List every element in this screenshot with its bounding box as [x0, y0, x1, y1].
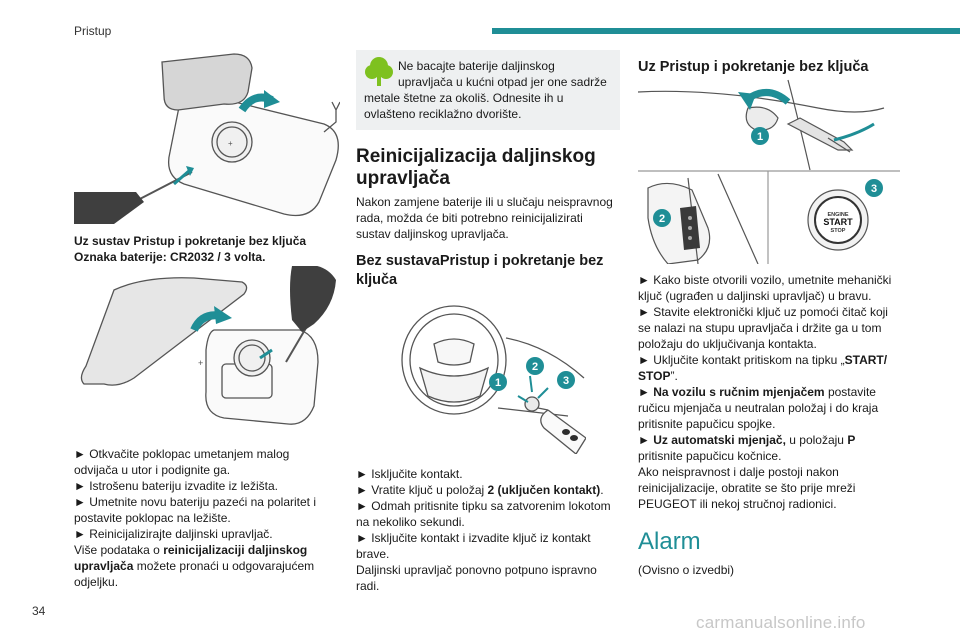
more-info-line: odjeljku. — [74, 575, 119, 589]
step-line: ► Kako biste otvorili vozilo, umetnite m… — [638, 273, 892, 287]
alarm-note: (Ovisno o izvedbi) — [638, 563, 735, 577]
step-line: ► Odmah pritisnite tipku sa zatvorenim l… — [356, 499, 611, 513]
step-line: ► Vratite ključ u položaj 2 (uključen ko… — [356, 483, 604, 497]
subheading: ključa — [356, 272, 398, 288]
step-line: ručicu mjenjača u neutralan položaj i do… — [638, 401, 879, 415]
ignition-key-figure: 1 2 3 — [401, 305, 586, 454]
svg-text:2: 2 — [659, 213, 665, 225]
svg-text:1: 1 — [495, 377, 501, 389]
step-line: STOP”. — [638, 369, 678, 383]
step-line: položaju do uključivanja kontakta. — [638, 337, 817, 351]
header-accent-bar — [492, 28, 960, 34]
stop-label: STOP — [831, 228, 846, 234]
step-line: na nekoliko sekundi. — [356, 515, 465, 529]
screwdriver-handle-icon — [290, 266, 336, 332]
outro-line: radi. — [356, 579, 380, 593]
step-line: se nalazi na stupu upravljača i držite g… — [638, 321, 882, 335]
step-line: ► Uz automatski mjenjač, u položaju P — [638, 433, 856, 447]
info-line: reinicijalizacije, obratite se što prije… — [638, 481, 856, 495]
intro-line: rada, možda će biti potrebno reinicijali… — [356, 211, 583, 225]
callout-3 — [557, 371, 575, 389]
callout-2 — [526, 357, 544, 375]
step-line: ► Stavite elektronički ključ uz pomoći č… — [638, 305, 888, 319]
step-line: ► Uključite kontakt pritiskom na tipku „… — [638, 353, 888, 367]
more-info-line: Više podataka o reinicijalizaciji daljin… — [74, 543, 308, 557]
step-line: ► Umetnite novu bateriju pazeći na polar… — [74, 495, 317, 509]
intro-line: sustav daljinskog upravljača. — [356, 227, 509, 241]
tree-recycle-icon — [365, 57, 393, 86]
subheading: Uz Pristup i pokretanje bez ključa — [638, 59, 869, 75]
key-battery-figure-2: + — [80, 266, 336, 425]
step-line: brave. — [356, 547, 390, 561]
step-line: pritisnite papučicu kočnice. — [638, 449, 782, 463]
caption-line: Uz sustav Pristup i pokretanje bez ključ… — [74, 234, 307, 248]
intro-line: Nakon zamjene baterije ili u slučaju nei… — [356, 195, 613, 209]
note-line: ovlašteno reciklažno dvorište. — [364, 107, 522, 121]
screwdriver-handle-icon — [74, 192, 144, 224]
step-line: ► Isključite kontakt. — [356, 467, 463, 481]
keyless-start-figure: ENGINE START STOP 1 2 3 — [638, 79, 900, 264]
svg-text:2: 2 — [532, 361, 538, 373]
outro-line: Daljinski upravljač ponovno potpuno ispr… — [356, 563, 597, 577]
callout-1 — [489, 373, 507, 391]
step-line: ► Istrošenu bateriju izvadite iz ležišta… — [74, 479, 278, 493]
section-title: Pristup — [74, 24, 112, 38]
svg-text:3: 3 — [871, 183, 877, 195]
environment-note — [356, 50, 620, 130]
callout-3 — [865, 179, 883, 197]
section-heading: Reinicijalizacija daljinskog — [356, 146, 596, 167]
start-label: START — [823, 217, 853, 227]
note-line: upravljača u kućni otpad jer one sadrže — [398, 75, 607, 89]
callout-1 — [751, 127, 769, 145]
svg-text:+: + — [198, 358, 203, 368]
step-line: ► Na vozilu s ručnim mjenjačem postavite — [638, 385, 876, 399]
svg-text:+: + — [228, 139, 233, 148]
section-heading: upravljača — [356, 168, 450, 189]
callout-2 — [653, 209, 671, 227]
alarm-heading: Alarm — [638, 528, 701, 555]
page-number: 34 — [32, 604, 46, 618]
svg-text:1: 1 — [757, 131, 763, 143]
step-line: odvijača u utor i podignite ga. — [74, 463, 231, 477]
step-line: ključ (ugrađen u daljinski upravljač) u … — [638, 289, 872, 303]
step-line: pritisnite papučicu spojke. — [638, 417, 776, 431]
step-line: ► Reinicijalizirajte daljinski upravljač… — [74, 527, 273, 541]
note-line: Ne bacajte baterije daljinskog — [398, 59, 555, 73]
subheading: Bez sustavaPristup i pokretanje bez — [356, 253, 604, 269]
info-line: PEUGEOT ili nekoj stručnoj radionici. — [638, 497, 837, 511]
info-line: Ako neispravnost i dalje postoji nakon — [638, 465, 839, 479]
watermark: carmanualsonline.info — [696, 613, 866, 632]
key-battery-figure-1: + — [74, 53, 340, 224]
caption-line: Oznaka baterije: CR2032 / 3 volta. — [74, 250, 266, 264]
step-line: ► Otkvačite poklopac umetanjem malog — [74, 447, 290, 461]
step-line: ► Isključite kontakt i izvadite ključ iz… — [356, 531, 591, 545]
engine-label: ENGINE — [827, 212, 848, 218]
note-line: metale štetne za okoliš. Odnesite ih u — [364, 91, 564, 105]
step-line: postavite poklopac na ležište. — [74, 511, 231, 525]
more-info-line: upravljača možete pronaći u odgovarajuće… — [74, 559, 315, 573]
svg-text:3: 3 — [563, 375, 569, 387]
